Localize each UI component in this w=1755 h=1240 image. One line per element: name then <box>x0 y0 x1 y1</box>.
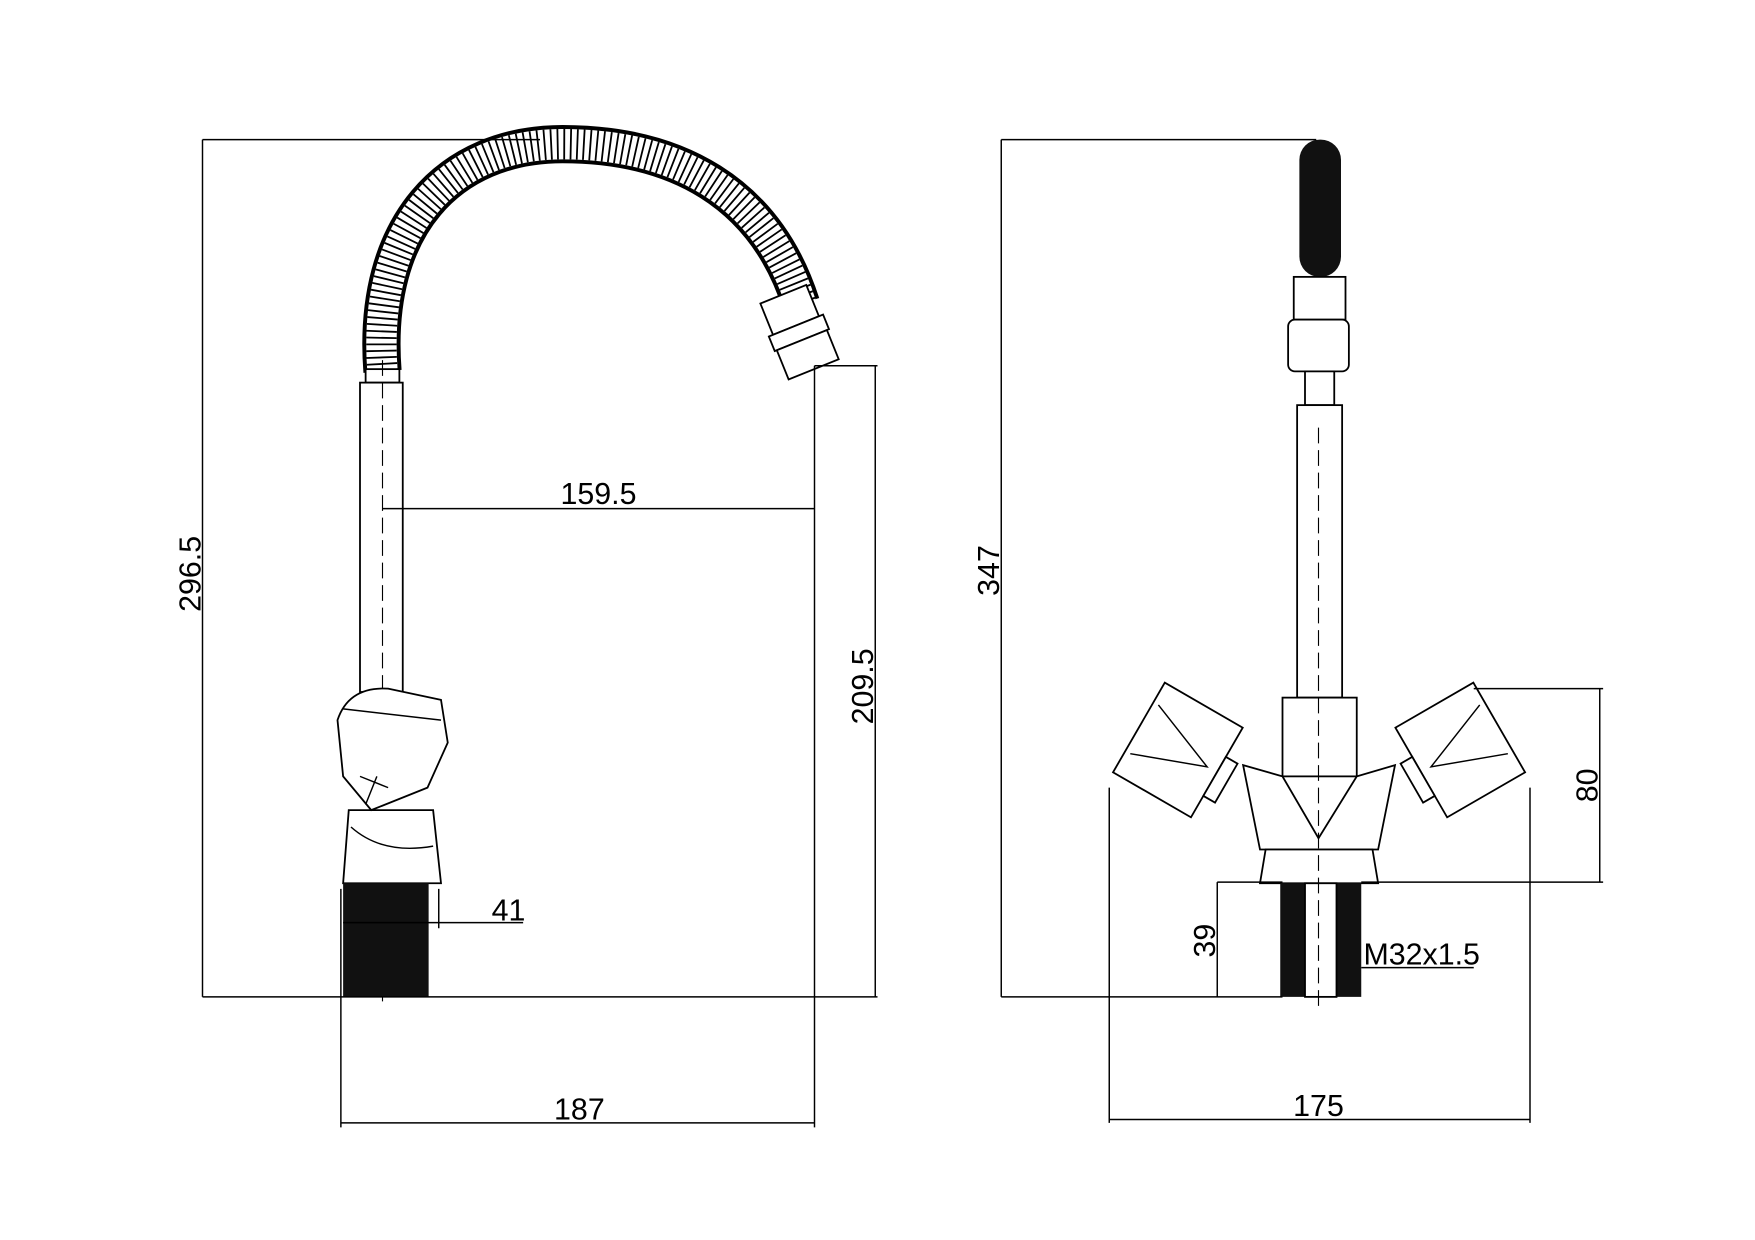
nozzle <box>759 283 840 381</box>
dim-total-height: 296.5 <box>174 536 207 612</box>
left-handle <box>1111 681 1244 819</box>
thread-left <box>1280 883 1305 997</box>
threaded-shank <box>343 883 429 997</box>
thread-spec: M32x1.5 <box>1364 938 1480 971</box>
side-view: 296.5 159.5 209.5 41 187 <box>174 124 880 1128</box>
dim-total-width: 175 <box>1293 1090 1344 1123</box>
thread-right <box>1336 883 1362 997</box>
nozzle-front <box>1287 318 1350 373</box>
flexible-hose <box>362 124 820 373</box>
dim-outlet-height: 209.5 <box>847 648 880 724</box>
dim-handle-height: 80 <box>1572 768 1605 802</box>
dim-front-total-height: 347 <box>973 545 1006 596</box>
flexible-hose-front <box>1299 139 1341 277</box>
valve-body <box>1281 696 1358 778</box>
hose-fitting <box>1292 275 1347 321</box>
right-handle <box>1394 681 1527 819</box>
dimension-lines <box>201 138 878 1128</box>
dim-spout-reach: 159.5 <box>561 478 637 511</box>
dimension-lines-front <box>1000 138 1604 1123</box>
spout-tube-front <box>1296 404 1344 699</box>
spout-tube <box>359 381 404 693</box>
dim-base-width: 41 <box>492 894 526 927</box>
front-view: 347 80 39 M32x1.5 175 <box>973 138 1605 1123</box>
faucet-body <box>336 687 449 885</box>
dim-total-depth: 187 <box>554 1094 605 1127</box>
dim-thread-length: 39 <box>1189 924 1222 958</box>
